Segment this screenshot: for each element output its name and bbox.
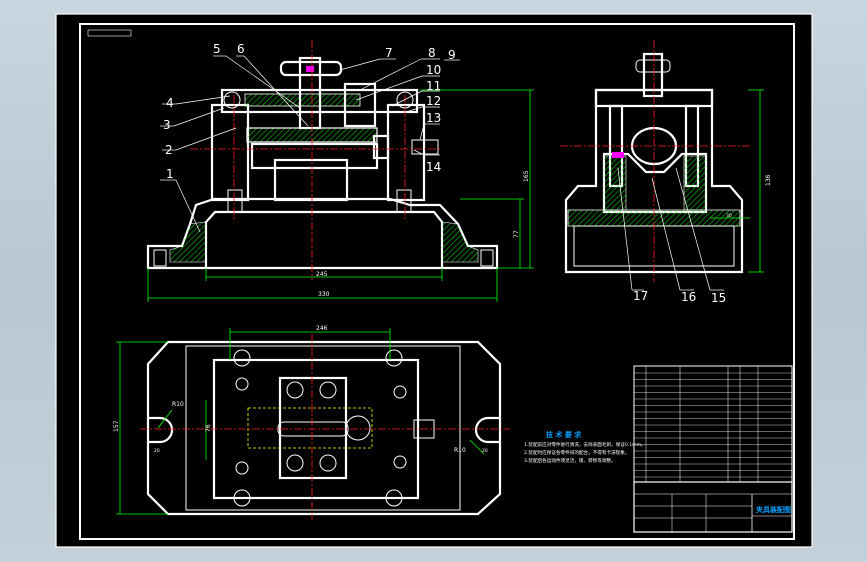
dim-radius-right: R10 bbox=[454, 447, 466, 454]
plan-hidden-block bbox=[247, 407, 373, 449]
tech-requirement-3: 3.装配后各运动件须灵活，锁、转移等调整。 bbox=[524, 457, 616, 464]
part-label-6: 6 bbox=[237, 42, 245, 56]
front-leader-lines bbox=[160, 55, 460, 233]
part-label-9: 9 bbox=[448, 48, 456, 62]
front-side-screw bbox=[372, 134, 390, 160]
plan-hole-2 bbox=[319, 381, 337, 399]
part-label-11: 11 bbox=[426, 79, 441, 93]
front-center-block bbox=[273, 158, 349, 202]
plan-slot-left bbox=[148, 416, 174, 444]
plan-hole-4 bbox=[319, 454, 337, 472]
part-label-1: 1 bbox=[166, 167, 174, 181]
front-locate-pin-left bbox=[227, 189, 243, 213]
side-leader-lines bbox=[617, 167, 724, 291]
part-label-15: 15 bbox=[711, 291, 726, 305]
dim-plan-width: 246 bbox=[316, 325, 328, 332]
plan-pin-r1 bbox=[393, 385, 407, 399]
tech-requirement-2: 2.装配时应保证各零件间的配合，不得有卡滞现象。 bbox=[524, 449, 629, 456]
title-block-name: 夹具装配图 bbox=[756, 505, 791, 514]
plan-pin-l1 bbox=[235, 377, 249, 391]
front-pillar-left bbox=[210, 103, 250, 202]
tech-requirements-title: 技 术 要 求 bbox=[546, 430, 582, 439]
part-label-14: 14 bbox=[426, 160, 441, 174]
plan-bolt-tr bbox=[385, 349, 403, 367]
front-handle-bar bbox=[279, 60, 343, 77]
tech-requirement-1: 1.装配前应对零件进行清洗，去除表面毛刺，保证0.1mm。 bbox=[524, 441, 646, 448]
drawing-border bbox=[79, 23, 795, 540]
dim-plan-height: 157 bbox=[113, 420, 120, 432]
dim-side-small: 30 bbox=[726, 213, 732, 219]
side-key bbox=[612, 152, 624, 158]
front-knob-right bbox=[396, 91, 414, 109]
part-label-10: 10 bbox=[426, 63, 441, 77]
side-handle bbox=[635, 59, 671, 73]
dim-right-small: 20 bbox=[482, 448, 488, 454]
front-base-hatch-left bbox=[169, 221, 207, 263]
plan-pin-l2 bbox=[235, 461, 249, 475]
side-v-hatch-left bbox=[603, 155, 627, 211]
part-label-5: 5 bbox=[213, 42, 221, 56]
front-bolt-right bbox=[480, 249, 494, 267]
part-label-2: 2 bbox=[165, 143, 173, 157]
part-label-4: 4 bbox=[166, 96, 174, 110]
drawing-code-box bbox=[87, 29, 132, 37]
dim-left-small: 20 bbox=[154, 448, 160, 454]
plan-workpiece-round bbox=[345, 415, 371, 441]
part-label-17: 17 bbox=[633, 289, 648, 303]
plan-slot-right bbox=[474, 416, 500, 444]
front-clamp-arm bbox=[343, 82, 377, 128]
plan-view bbox=[116, 328, 510, 520]
front-locate-pin-right bbox=[396, 189, 412, 213]
dim-front-height-total: 165 bbox=[523, 170, 530, 182]
side-screw bbox=[642, 52, 664, 98]
dim-front-base-total: 330 bbox=[318, 291, 330, 298]
part-label-12: 12 bbox=[426, 94, 441, 108]
plan-bolt-bl bbox=[233, 489, 251, 507]
dim-radius-left: R10 bbox=[172, 401, 184, 408]
plan-hole-1 bbox=[286, 381, 304, 399]
dim-front-base-inner: 245 bbox=[316, 271, 328, 278]
plan-pin-r2 bbox=[393, 455, 407, 469]
plan-inner-frame bbox=[185, 345, 461, 511]
part-label-16: 16 bbox=[681, 290, 696, 304]
dim-side-height: 136 bbox=[765, 174, 772, 186]
title-block bbox=[633, 481, 793, 533]
front-slide-block bbox=[250, 142, 379, 170]
plan-bolt-tl bbox=[233, 349, 251, 367]
plan-bolt-br bbox=[385, 489, 403, 507]
side-view bbox=[560, 40, 764, 282]
part-label-7: 7 bbox=[385, 46, 393, 60]
front-side-knob bbox=[411, 139, 439, 155]
front-top-bar-hatch bbox=[244, 93, 361, 107]
front-knob-left bbox=[223, 91, 241, 109]
front-view bbox=[146, 40, 534, 302]
front-screw-pin bbox=[306, 66, 314, 72]
side-v-hatch-right bbox=[683, 155, 707, 211]
plan-outline bbox=[146, 340, 502, 516]
part-label-3: 3 bbox=[163, 118, 171, 132]
front-bolt-left bbox=[153, 249, 167, 267]
dim-front-height-lower: 77 bbox=[513, 230, 520, 238]
plan-hole-3 bbox=[286, 454, 304, 472]
part-label-13: 13 bbox=[426, 111, 441, 125]
part-label-8: 8 bbox=[428, 46, 436, 60]
dim-plan-inner: 76 bbox=[205, 424, 212, 432]
front-base-hatch-right bbox=[441, 221, 479, 263]
